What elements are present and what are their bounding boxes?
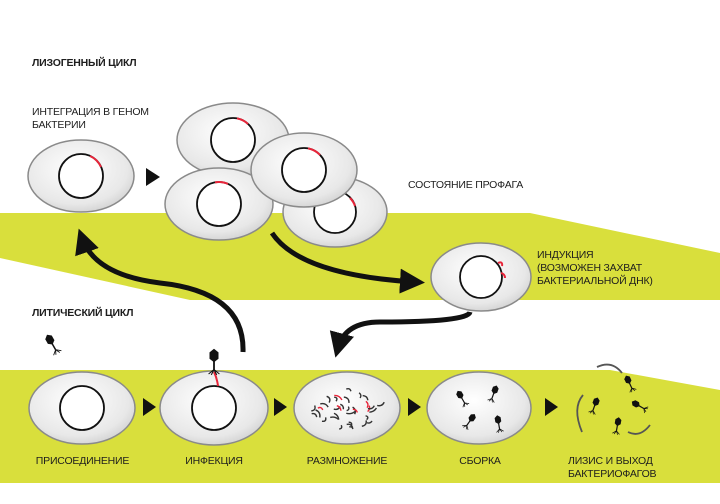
integration-label: ИНТЕГРАЦИЯ В ГЕНОМ БАКТЕРИИ	[32, 106, 149, 131]
dna-fragment	[317, 406, 324, 411]
triangle-arrow-icon	[146, 168, 160, 186]
dna-fragment	[365, 415, 369, 421]
dna-fragment	[352, 408, 359, 413]
lysogenic-cycle-title: ЛИЗОГЕННЫЙ ЦИКЛ	[32, 57, 137, 69]
lytic-cycle-title: ЛИТИЧЕСКИЙ ЦИКЛ	[32, 307, 134, 319]
dna-fragment	[365, 400, 369, 409]
dna-fragment	[367, 405, 375, 410]
dna-fragment	[340, 403, 345, 410]
lytic-step-label-attachment: ПРИСОЕДИНЕНИЕ	[35, 455, 130, 467]
lytic-step-cell-assembly	[426, 371, 532, 445]
dna-fragment	[362, 394, 369, 401]
lytic-step-label-assembly: СБОРКА	[459, 455, 501, 467]
dna-fragment	[377, 401, 385, 407]
lytic-step-cell-replication	[293, 371, 401, 445]
curved-arrow-icon	[269, 231, 425, 294]
triangle-arrow-icon	[408, 398, 421, 416]
lytic-step-label-lysis: ЛИЗИС И ВЫХОД БАКТЕРИОФАГОВ	[568, 455, 657, 480]
dna-fragment	[345, 387, 352, 392]
triangle-arrow-icon	[143, 398, 156, 416]
dna-fragment	[334, 396, 338, 402]
dna-fragment	[311, 405, 316, 412]
dna-fragment	[315, 409, 321, 418]
prophage-state-label: СОСТОЯНИЕ ПРОФАГА	[408, 179, 524, 191]
triangle-arrow-icon	[274, 398, 287, 416]
dna-fragment	[348, 421, 353, 427]
induction-cell	[430, 242, 532, 312]
dna-fragment	[321, 417, 327, 423]
lysogenic-plane	[0, 213, 720, 300]
lytic-step-cell-infection	[159, 370, 269, 446]
dna-fragment	[311, 412, 318, 418]
dna-fragment	[326, 395, 331, 403]
prophage-cell	[250, 132, 358, 208]
lysis-cell-fragments	[576, 363, 651, 435]
prophage-cluster	[164, 102, 388, 248]
dna-fragment	[366, 420, 373, 424]
dna-fragment	[333, 412, 340, 420]
replicating-dna-fragments	[311, 387, 385, 430]
curved-arrow-icon	[75, 228, 246, 353]
dna-fragment	[336, 405, 342, 411]
integration-cell	[27, 139, 135, 213]
prophage-cell	[164, 167, 274, 241]
bacteriophage-icon	[42, 332, 63, 357]
dna-fragment	[330, 416, 340, 421]
dna-fragment	[339, 424, 343, 430]
dna-fragment	[349, 426, 354, 430]
lytic-step-cell-attachment	[28, 371, 136, 445]
dna-fragment	[369, 407, 378, 413]
dna-fragment	[346, 406, 350, 412]
lytic-step-label-infection: ИНФЕКЦИЯ	[185, 455, 243, 467]
dna-fragment	[343, 396, 350, 403]
dna-fragment	[361, 420, 367, 427]
dna-fragment	[346, 410, 356, 415]
curved-arrow-icon	[329, 310, 473, 358]
dna-fragment	[320, 402, 329, 408]
induction-label: ИНДУКЦИЯ (ВОЗМОЖЕН ЗАХВАТ БАКТЕРИАЛЬНОЙ …	[537, 249, 653, 287]
triangle-arrow-icon	[545, 398, 558, 416]
dna-fragment	[358, 392, 362, 399]
dna-fragment	[334, 394, 343, 401]
lytic-step-label-replication: РАЗМНОЖЕНИЕ	[306, 455, 388, 467]
